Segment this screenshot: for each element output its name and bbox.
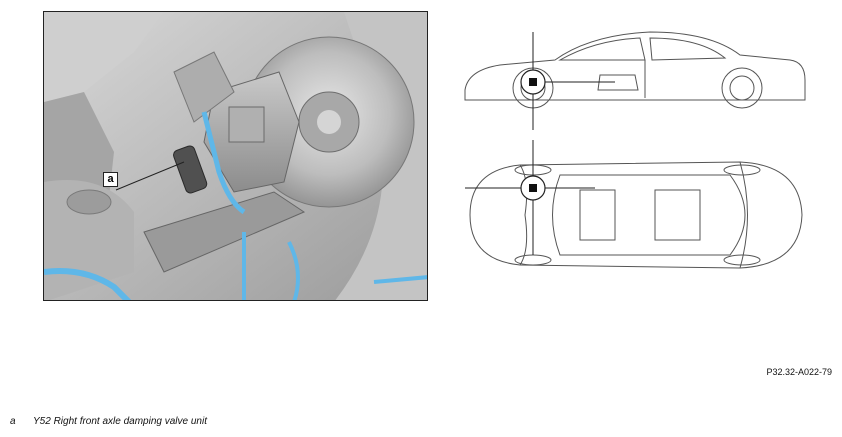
car-side-view-diagram [464, 31, 806, 130]
component-photo [43, 11, 428, 301]
locator-crosshair-top [465, 140, 595, 255]
callout-label-a: a [103, 172, 118, 187]
wheel-well-illustration [44, 12, 427, 300]
figure-code: P32.32-A022-79 [766, 367, 832, 377]
legend-text: Y52 Right front axle damping valve unit [33, 416, 207, 427]
legend-item: a Y52 Right front axle damping valve unit [10, 416, 207, 427]
legend-key: a [10, 416, 16, 427]
locator-crosshair-side [520, 32, 615, 130]
car-top-view-diagram [465, 140, 803, 269]
